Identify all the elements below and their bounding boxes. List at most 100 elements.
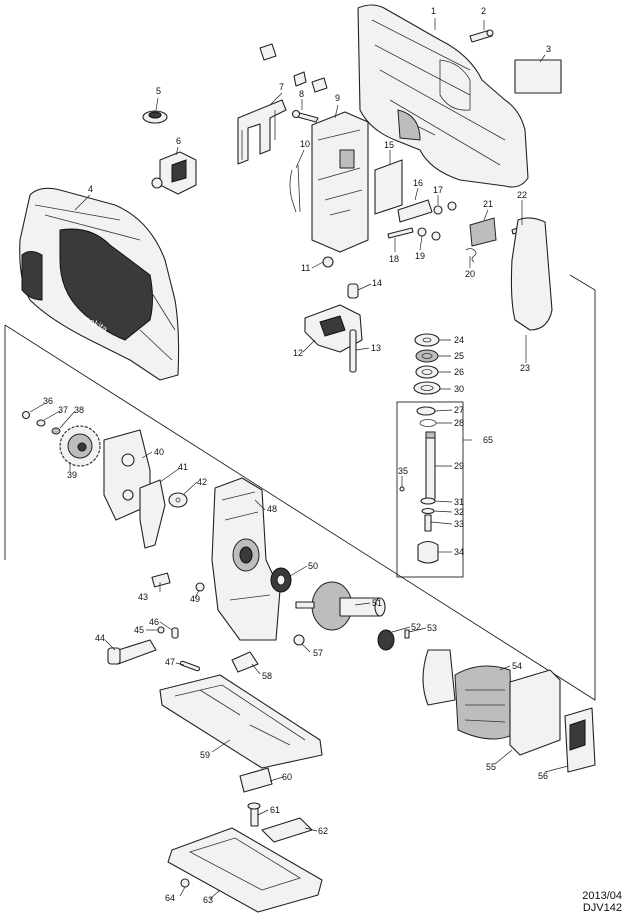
callout-18: 18 bbox=[389, 254, 399, 264]
part-8-screw bbox=[291, 109, 319, 123]
callout-8: 8 bbox=[299, 89, 304, 99]
callout-64: 64 bbox=[165, 893, 175, 903]
footer-model: DJV142 bbox=[582, 902, 622, 914]
part-19-screws bbox=[417, 227, 441, 241]
callout-53: 53 bbox=[427, 623, 437, 633]
callout-7: 7 bbox=[279, 82, 284, 92]
callout-10: 10 bbox=[300, 139, 310, 149]
callout-25: 25 bbox=[454, 351, 464, 361]
part-52-ring bbox=[377, 629, 395, 651]
part-35-pin bbox=[399, 486, 405, 492]
part-43-plate bbox=[151, 572, 171, 588]
part-6-switch bbox=[151, 151, 197, 195]
callout-6: 6 bbox=[176, 136, 181, 146]
callout-34: 34 bbox=[454, 547, 464, 557]
callout-37: 37 bbox=[58, 405, 68, 415]
footer-date: 2013/04 bbox=[582, 890, 622, 902]
callout-4: 4 bbox=[88, 184, 93, 194]
callout-52: 52 bbox=[411, 622, 421, 632]
callout-42: 42 bbox=[197, 477, 207, 487]
callout-47: 47 bbox=[165, 657, 175, 667]
callout-63: 63 bbox=[203, 895, 213, 905]
part-45-screw bbox=[157, 626, 165, 634]
part-54-stator bbox=[422, 649, 513, 740]
callout-30: 30 bbox=[454, 384, 464, 394]
part-2-screw bbox=[469, 29, 494, 43]
part-25-ring bbox=[415, 349, 439, 363]
part-28-ring bbox=[419, 419, 437, 427]
leader-lines bbox=[29, 18, 569, 900]
callout-38: 38 bbox=[74, 405, 84, 415]
part-11-nut bbox=[322, 256, 334, 268]
callout-33: 33 bbox=[454, 519, 464, 529]
callout-20: 20 bbox=[465, 269, 475, 279]
callout-39: 39 bbox=[67, 470, 77, 480]
callout-43: 43 bbox=[138, 592, 148, 602]
callout-21: 21 bbox=[483, 199, 493, 209]
callout-19: 19 bbox=[415, 251, 425, 261]
callout-11: 11 bbox=[301, 263, 310, 273]
part-33-pin bbox=[424, 514, 432, 532]
callout-55: 55 bbox=[486, 762, 496, 772]
part-small-clips bbox=[259, 43, 328, 93]
part-18-pin bbox=[387, 227, 414, 239]
part-49-ring bbox=[195, 582, 205, 592]
callout-15: 15 bbox=[384, 140, 394, 150]
footer: 2013/04 DJV142 bbox=[582, 890, 622, 914]
callout-45: 45 bbox=[134, 625, 144, 635]
part-57-nut bbox=[293, 634, 305, 646]
part-42-washer bbox=[168, 492, 188, 508]
part-37-washer bbox=[36, 419, 46, 427]
callout-36: 36 bbox=[43, 396, 53, 406]
part-7-bracket bbox=[237, 99, 287, 165]
part-51-armature bbox=[295, 581, 386, 631]
callout-1: 1 bbox=[431, 6, 436, 16]
callout-56: 56 bbox=[538, 771, 548, 781]
part-63-shoe bbox=[167, 827, 323, 913]
callout-28: 28 bbox=[454, 418, 464, 428]
callout-62: 62 bbox=[318, 826, 328, 836]
part-3-label bbox=[514, 59, 562, 94]
assembly-frame bbox=[4, 274, 596, 701]
part-13-pin bbox=[349, 329, 357, 373]
part-53-pin bbox=[404, 629, 410, 639]
part-20-spring bbox=[465, 248, 477, 263]
part-31-ring bbox=[420, 497, 436, 505]
part-61-screw bbox=[247, 802, 261, 827]
part-34-clamp bbox=[417, 540, 439, 564]
callout-13: 13 bbox=[371, 343, 381, 353]
part-26-ring bbox=[415, 365, 439, 379]
part-55-controller bbox=[509, 669, 561, 756]
callout-14: 14 bbox=[372, 278, 382, 288]
callout-2: 2 bbox=[481, 6, 486, 16]
callout-9: 9 bbox=[335, 93, 340, 103]
part-39-gear bbox=[59, 425, 101, 467]
part-38-ring bbox=[51, 427, 61, 435]
part-23-gasket bbox=[510, 217, 553, 331]
callout-16: 16 bbox=[413, 178, 423, 188]
callout-44: 44 bbox=[95, 633, 105, 643]
part-48-gear-housing bbox=[211, 477, 281, 641]
plunger-box bbox=[396, 401, 464, 578]
part-30-washer bbox=[413, 381, 441, 395]
part-36-screw bbox=[21, 410, 31, 420]
part-59-base bbox=[159, 674, 323, 769]
callout-50: 50 bbox=[308, 561, 318, 571]
part-16-plate bbox=[397, 199, 433, 223]
callout-35: 35 bbox=[398, 466, 408, 476]
part-17-screws bbox=[433, 201, 457, 215]
part-60-bracket bbox=[239, 767, 273, 793]
part-1-housing bbox=[357, 4, 529, 188]
part-44-lever bbox=[107, 639, 157, 665]
callout-22: 22 bbox=[517, 190, 527, 200]
callout-58: 58 bbox=[262, 671, 272, 681]
part-5-knob bbox=[142, 110, 168, 124]
part-21-holder bbox=[469, 217, 497, 247]
callout-26: 26 bbox=[454, 367, 464, 377]
callout-57: 57 bbox=[313, 648, 323, 658]
part-46-spring bbox=[171, 627, 179, 639]
callout-51: 51 bbox=[372, 598, 382, 608]
callout-65: 65 bbox=[483, 435, 493, 445]
part-24-washer bbox=[414, 333, 440, 347]
